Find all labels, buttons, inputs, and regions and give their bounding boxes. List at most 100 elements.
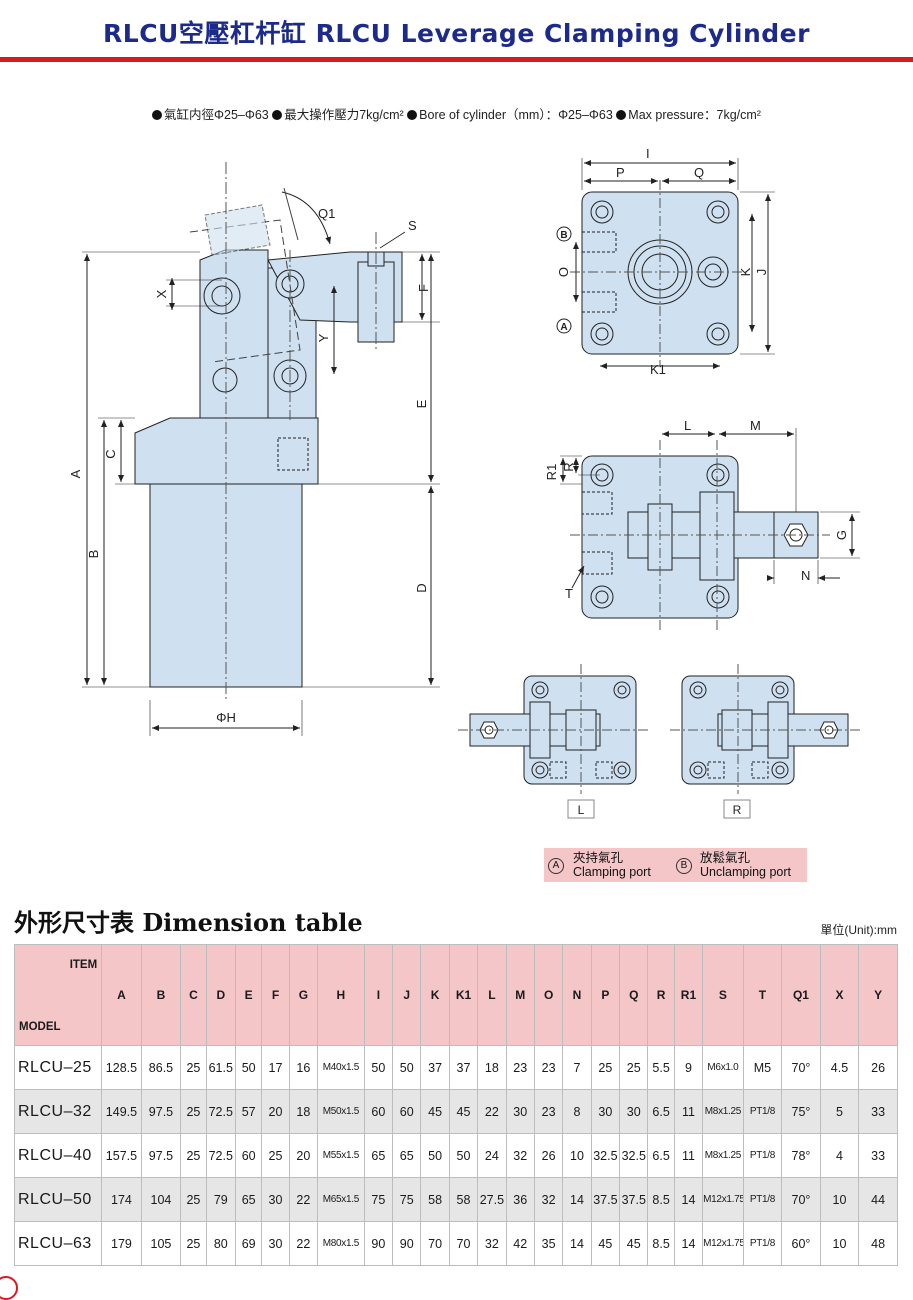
cell-h: M50x1.5: [317, 1089, 365, 1134]
column-header-g: G: [288, 944, 319, 1046]
model-cell: RLCU–40: [13, 1133, 103, 1178]
label-d: D: [414, 583, 429, 592]
column-header-l: L: [477, 944, 507, 1046]
cell-t: M5: [742, 1045, 783, 1090]
cell-g: 22: [288, 1221, 319, 1266]
cell-k1: 70: [448, 1221, 479, 1266]
cell-a: 174: [101, 1177, 142, 1222]
cell-b: 104: [140, 1177, 182, 1222]
port-legend: A 夾持氣孔 Clamping port B 放鬆氣孔 Unclamping p…: [544, 848, 807, 882]
cell-j: 75: [392, 1177, 422, 1222]
orientation-label-r: R: [733, 803, 742, 817]
cell-o: 35: [533, 1221, 564, 1266]
cell-n: 7: [562, 1045, 592, 1090]
label-o: O: [556, 267, 571, 277]
cell-k1: 58: [448, 1177, 479, 1222]
table-corner: ITEM MODEL: [13, 944, 103, 1046]
corner-model: MODEL: [19, 1021, 61, 1033]
cell-m: 30: [505, 1089, 535, 1134]
cell-o: 32: [533, 1177, 564, 1222]
column-header-y: Y: [858, 944, 898, 1046]
cell-d: 72.5: [205, 1089, 236, 1134]
unclamping-port-en: Unclamping port: [700, 865, 792, 879]
column-header-h: H: [317, 944, 365, 1046]
cell-r1: 14: [673, 1177, 704, 1222]
cell-k1: 45: [448, 1089, 479, 1134]
spec-pressure-zh: 最大操作壓力7kg/cm²: [284, 108, 404, 122]
cell-g: 20: [288, 1133, 319, 1178]
column-header-p: P: [590, 944, 621, 1046]
cell-s: M8x1.25: [702, 1133, 744, 1178]
cell-e: 50: [234, 1045, 263, 1090]
column-header-t: T: [742, 944, 783, 1046]
cell-h: M55x1.5: [317, 1133, 365, 1178]
cell-e: 57: [234, 1089, 263, 1134]
cell-b: 105: [140, 1221, 182, 1266]
cell-s: M8x1.25: [702, 1089, 744, 1134]
cell-y: 44: [858, 1177, 898, 1222]
cell-x: 4.5: [819, 1045, 860, 1090]
cell-d: 80: [205, 1221, 236, 1266]
clamping-port-en: Clamping port: [573, 865, 651, 879]
cell-q: 45: [619, 1221, 649, 1266]
pivot-pin: [203, 277, 241, 315]
bullet-icon: [407, 110, 418, 120]
side-view-labels: A B C D E F X Y S Q1 ΦH: [68, 206, 431, 725]
clamping-port-symbol: A: [548, 858, 564, 874]
cell-s: M6x1.0: [702, 1045, 744, 1090]
label-l: L: [684, 418, 691, 433]
cell-j: 65: [392, 1133, 422, 1178]
cell-y: 33: [858, 1133, 898, 1178]
cell-e: 69: [234, 1221, 263, 1266]
cell-k1: 50: [448, 1133, 479, 1178]
model-cell: RLCU–50: [13, 1177, 103, 1222]
column-header-s: S: [702, 944, 744, 1046]
column-header-o: O: [533, 944, 564, 1046]
label-g: G: [834, 530, 849, 540]
column-header-k: K: [420, 944, 450, 1046]
cell-l: 27.5: [477, 1177, 507, 1222]
bullet-icon: [272, 110, 283, 120]
label-q: Q: [694, 165, 704, 180]
cell-g: 16: [288, 1045, 319, 1090]
cell-r: 8.5: [647, 1177, 675, 1222]
model-cell: RLCU–63: [13, 1221, 103, 1266]
unit-label: 單位(Unit):mm: [820, 923, 897, 937]
cell-h: M65x1.5: [317, 1177, 365, 1222]
cell-r: 6.5: [647, 1133, 675, 1178]
clamping-port-zh: 夾持氣孔: [573, 851, 624, 865]
cell-i: 75: [363, 1177, 394, 1222]
cell-o: 23: [533, 1089, 564, 1134]
cell-t: PT1/8: [742, 1177, 783, 1222]
cell-g: 18: [288, 1089, 319, 1134]
spec-line: 氣缸内徑Φ25–Φ63 最大操作壓力7kg/cm² Bore of cylind…: [0, 104, 913, 123]
cell-f: 20: [261, 1089, 290, 1134]
model-cell: RLCU–32: [13, 1089, 103, 1134]
cell-r1: 11: [673, 1089, 704, 1134]
cell-m: 23: [505, 1045, 535, 1090]
cell-l: 22: [477, 1089, 507, 1134]
cell-i: 90: [363, 1221, 394, 1266]
cell-q: 37.5: [619, 1177, 649, 1222]
label-j: J: [754, 269, 769, 276]
column-header-b: B: [140, 944, 182, 1046]
cell-q: 30: [619, 1089, 649, 1134]
cell-k: 70: [420, 1221, 450, 1266]
column-header-k1: K1: [448, 944, 479, 1046]
spec-bore-zh: 氣缸内徑Φ25–Φ63: [164, 108, 269, 122]
cell-p: 37.5: [590, 1177, 621, 1222]
cell-d: 79: [205, 1177, 236, 1222]
label-r: R: [561, 462, 576, 471]
cell-n: 10: [562, 1133, 592, 1178]
cell-c: 25: [180, 1045, 207, 1090]
spec-pressure-en: Max pressure：7kg/cm²: [628, 108, 761, 122]
column-header-q1: Q1: [781, 944, 821, 1046]
cell-p: 32.5: [590, 1133, 621, 1178]
side-view: [82, 162, 440, 736]
cell-b: 86.5: [140, 1045, 182, 1090]
